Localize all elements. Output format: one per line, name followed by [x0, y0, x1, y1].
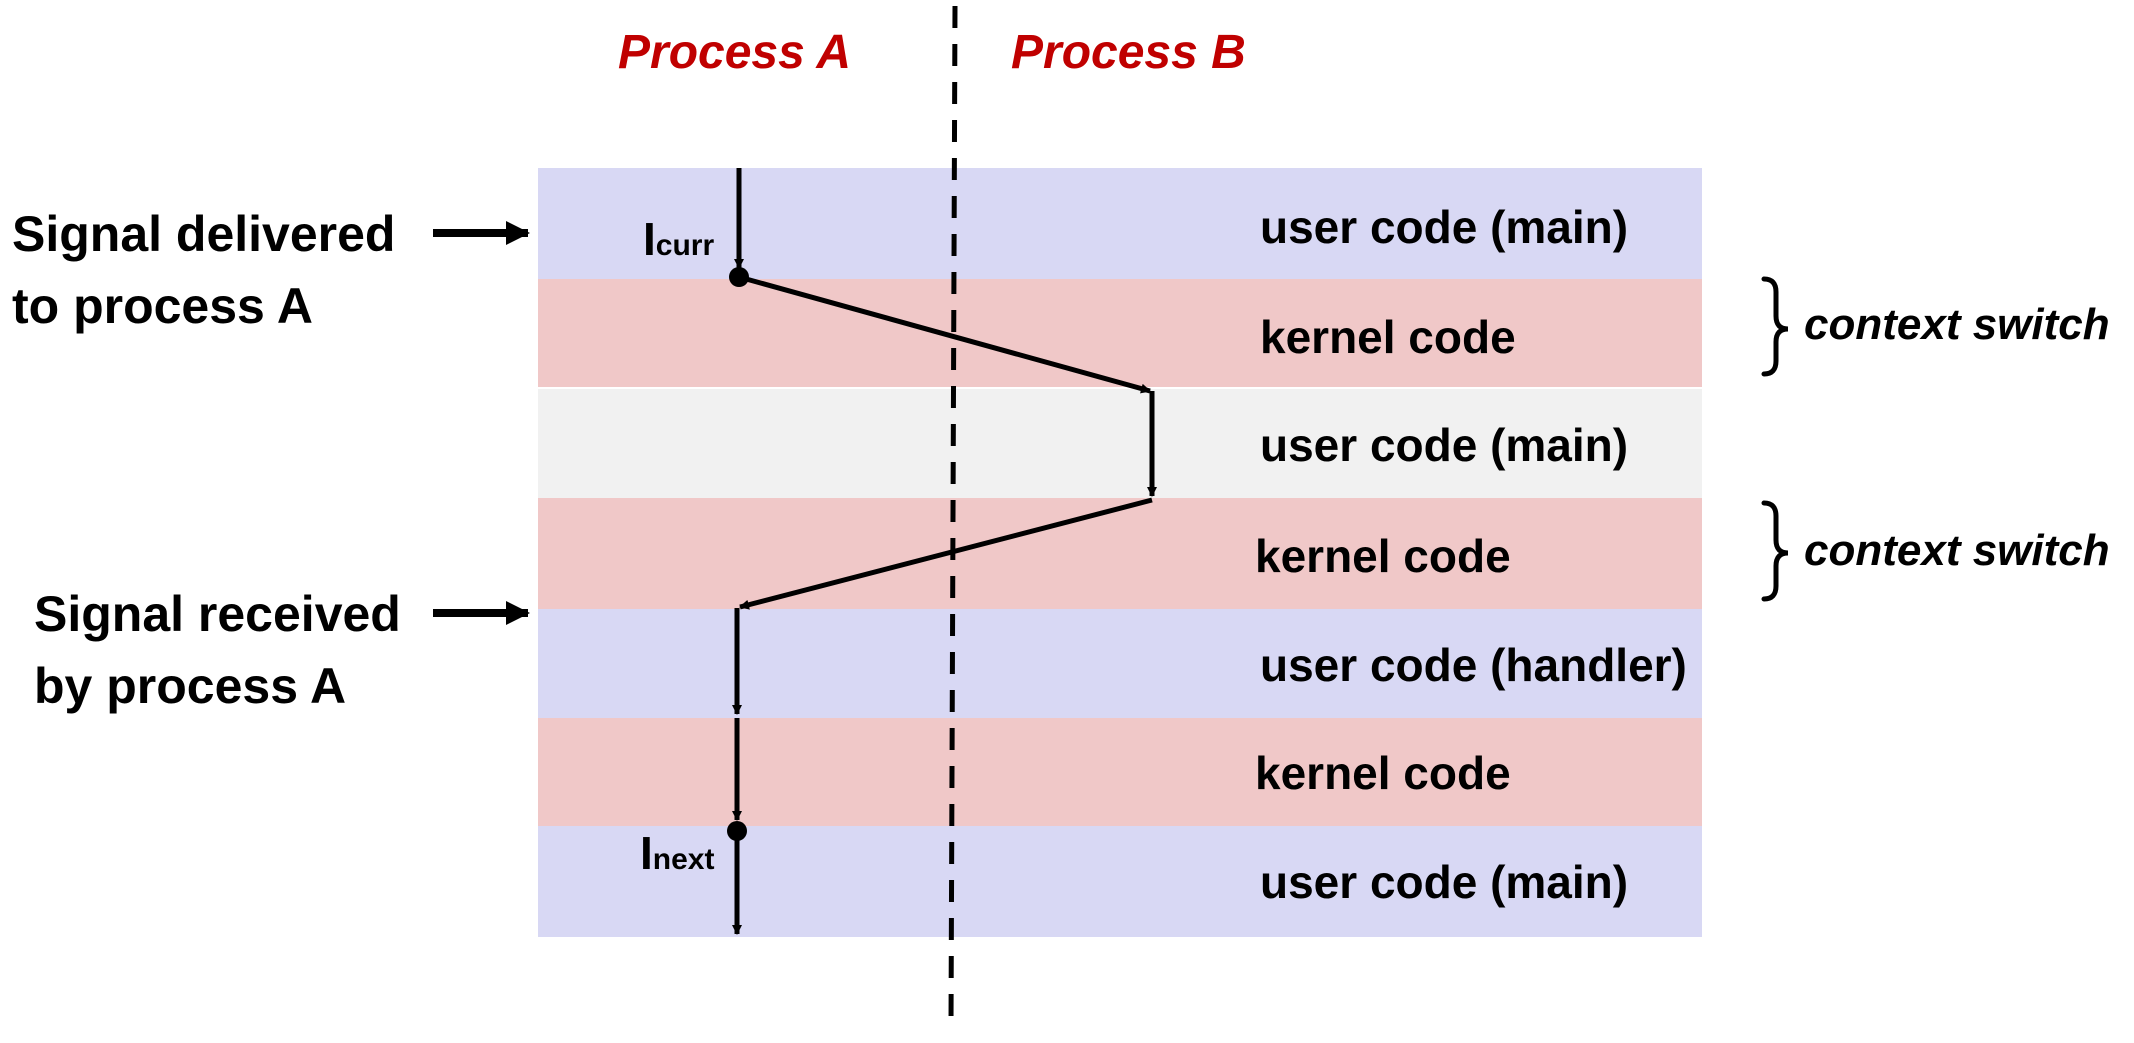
band-label-kernel-2: kernel code — [1255, 530, 1511, 582]
context-switch-brace-2 — [1761, 500, 1789, 602]
signal-delivered-line-1: Signal delivered — [12, 206, 396, 262]
inext-label: Inext — [640, 826, 714, 880]
band-label-kernel-3: kernel code — [1255, 747, 1511, 799]
icurr-label: Icurr — [643, 212, 714, 266]
flow-arrow-4 — [739, 497, 1153, 610]
signal-arrows — [433, 221, 530, 625]
band-label-user-main-1: user code (main) — [1260, 201, 1629, 253]
process-b-header: Process B — [1011, 26, 1246, 79]
band-kernel-1 — [538, 279, 1702, 387]
icurr-subscript: curr — [655, 229, 715, 262]
context-switch-brace-1 — [1761, 276, 1789, 377]
control-flow — [727, 168, 1157, 935]
band-kernel-3 — [538, 718, 1702, 826]
inext-base: I — [640, 827, 653, 879]
band-label-user-handler: user code (handler) — [1260, 639, 1687, 691]
process-divider-line — [948, 5, 958, 1025]
context-switch-label-2: context switch — [1804, 526, 2110, 575]
band-label-user-main-2: user code (main) — [1260, 856, 1629, 908]
band-user-main-1 — [538, 168, 1702, 279]
band-label-kernel-1: kernel code — [1260, 311, 1516, 363]
flow-arrow-2 — [738, 274, 1151, 394]
band-user-main-2 — [538, 826, 1702, 937]
band-kernel-2 — [538, 498, 1702, 609]
icurr-base: I — [643, 213, 656, 265]
band-user-handler — [538, 609, 1702, 718]
band-label-user-main-b: user code (main) — [1260, 419, 1629, 471]
band-user-main-b — [538, 389, 1702, 498]
bands — [538, 168, 1702, 937]
braces — [1761, 276, 1789, 602]
inext-subscript: next — [652, 843, 715, 876]
signal-received-line-1: Signal received — [34, 586, 401, 642]
signal-delivered-line-2: to process A — [12, 278, 314, 334]
signal-received-label: Signal received by process A — [34, 578, 401, 722]
signal-received-line-2: by process A — [34, 658, 347, 714]
process-a-header: Process A — [618, 26, 852, 79]
signal-delivered-label: Signal delivered to process A — [12, 198, 395, 342]
context-switch-label-1: context switch — [1804, 300, 2110, 349]
